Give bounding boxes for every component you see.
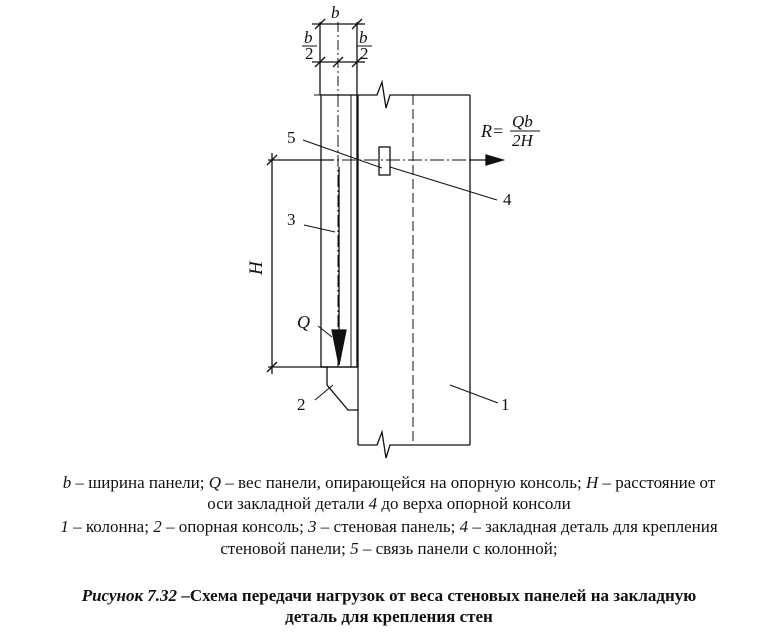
label-b-half-right-num: b xyxy=(359,28,368,47)
legend-line-2: оси закладной детали 4 до верха опорной … xyxy=(207,494,571,513)
figure-caption-line-2: деталь для крепления стен xyxy=(285,607,493,626)
reaction-force-arrow xyxy=(470,154,506,166)
dimension-h xyxy=(266,153,334,374)
label-h: H xyxy=(246,260,267,276)
figure-caption-line-1: Рисунок 7.32 –Схема передачи нагрузок от… xyxy=(81,586,697,605)
weight-arrow xyxy=(331,167,347,366)
leader-line-5 xyxy=(302,139,383,169)
label-q: Q xyxy=(297,312,310,332)
label-b-half-right-den: 2 xyxy=(360,44,369,63)
label-b-half-left-den: 2 xyxy=(305,44,314,63)
column xyxy=(357,79,471,459)
legend-line-1: b – ширина панели; Q – вес панели, опира… xyxy=(62,473,716,492)
label-3: 3 xyxy=(287,210,296,229)
label-r-den: 2H xyxy=(512,131,535,150)
label-4: 4 xyxy=(503,190,512,209)
label-b: b xyxy=(331,3,340,22)
dimension-b xyxy=(312,18,365,95)
leader-line-q xyxy=(317,325,333,338)
support-console xyxy=(321,366,358,411)
embedded-part xyxy=(378,146,391,176)
label-2: 2 xyxy=(297,395,306,414)
leader-line-2 xyxy=(314,384,334,401)
wall-panel xyxy=(314,94,365,368)
leader-line-3 xyxy=(303,224,336,233)
label-1: 1 xyxy=(501,395,510,414)
legend-line-3: 1 – колонна; 2 – опорная консоль; 3 – ст… xyxy=(60,517,718,536)
label-r-num: Qb xyxy=(512,112,533,131)
label-r: R= xyxy=(480,121,504,141)
label-5: 5 xyxy=(287,128,296,147)
leader-line-4 xyxy=(389,166,498,201)
leader-line-1 xyxy=(449,384,499,404)
legend-line-4: стеновой панели; 5 – связь панели с коло… xyxy=(220,539,558,558)
label-b-half-left-num: b xyxy=(304,28,313,47)
load-transfer-diagram: b b 2 b 2 R= Qb 2H H Q 1 2 3 4 5 xyxy=(246,3,540,459)
